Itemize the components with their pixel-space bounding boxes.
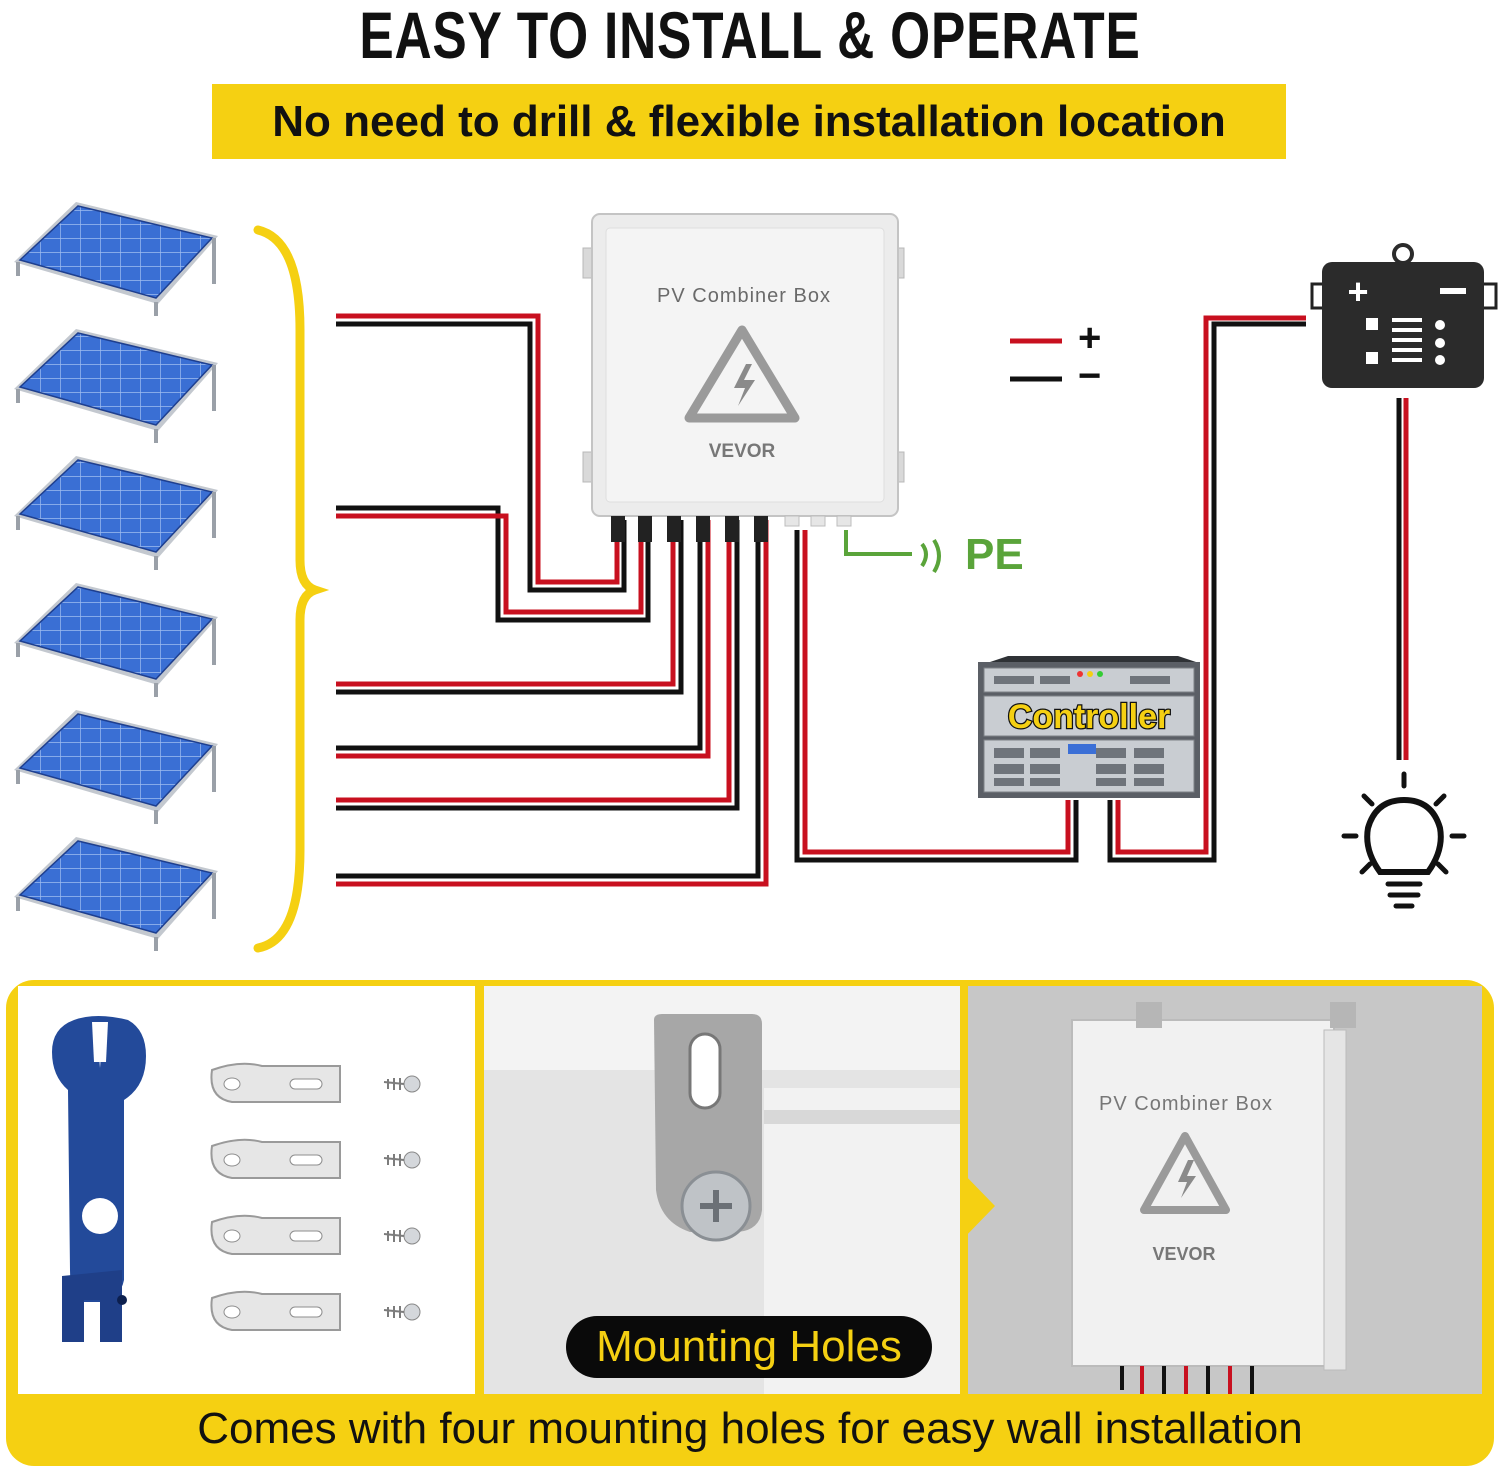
negative-symbol: − (1078, 354, 1102, 398)
screw-icon (383, 1303, 421, 1321)
mounting-holes-badge (566, 1316, 932, 1378)
mounting-bracket (210, 1062, 341, 1103)
wiring-diagram: + (14, 202, 1498, 953)
combiner-box-label: PV Combiner Box (657, 285, 831, 307)
mounting-brackets-icon (210, 1062, 421, 1331)
solar-panel-icon (14, 202, 218, 316)
bulb-icon (1341, 771, 1467, 909)
solar-panel-icon (14, 583, 218, 697)
screw-icon (383, 1075, 421, 1093)
pe-ground-wire (844, 530, 912, 556)
combiner-box-illustration (582, 213, 905, 542)
positive-symbol: + (1078, 316, 1102, 360)
panel-wires (336, 313, 769, 887)
mounting-bracket (210, 1138, 341, 1179)
wall-mounted-box-photo: PV Combiner Box VEVOR (1071, 1002, 1356, 1394)
bottom-caption: Comes with four mounting holes for easy … (197, 1404, 1303, 1453)
photo-brand-logo: VEVOR (1152, 1244, 1215, 1264)
svg-text:+: + (1347, 271, 1368, 312)
box-to-controller-wire (794, 530, 1079, 863)
page-subtitle: No need to drill & flexible installation… (272, 97, 1226, 146)
controller-label: Controller (1008, 698, 1170, 736)
pe-label: PE (965, 530, 1024, 579)
bracket-brace (253, 225, 330, 953)
mounting-holes-label: Mounting Holes (596, 1322, 902, 1371)
photo-box-label: PV Combiner Box (1099, 1093, 1273, 1115)
screw-icon (383, 1227, 421, 1245)
mounting-bracket (210, 1290, 341, 1331)
mounting-bracket (210, 1214, 341, 1255)
controller-illustration: Controller (978, 656, 1200, 798)
subtitle-band (212, 84, 1286, 159)
solar-panels (14, 202, 218, 951)
solar-panel-icon (14, 837, 218, 951)
brand-logo: VEVOR (709, 441, 776, 462)
solar-panel-icon (14, 710, 218, 824)
page-title: EASY TO INSTALL & OPERATE (359, 0, 1141, 72)
solar-panel-icon (14, 329, 218, 443)
solar-panel-icon (14, 456, 218, 570)
battery-illustration: + (1310, 243, 1498, 388)
controller-to-battery-wire (1107, 315, 1306, 863)
accessories-section: PV Combiner Box VEVOR (6, 980, 1494, 1466)
wrench-tool-icon (52, 1016, 146, 1342)
screw-icon (383, 1151, 421, 1169)
